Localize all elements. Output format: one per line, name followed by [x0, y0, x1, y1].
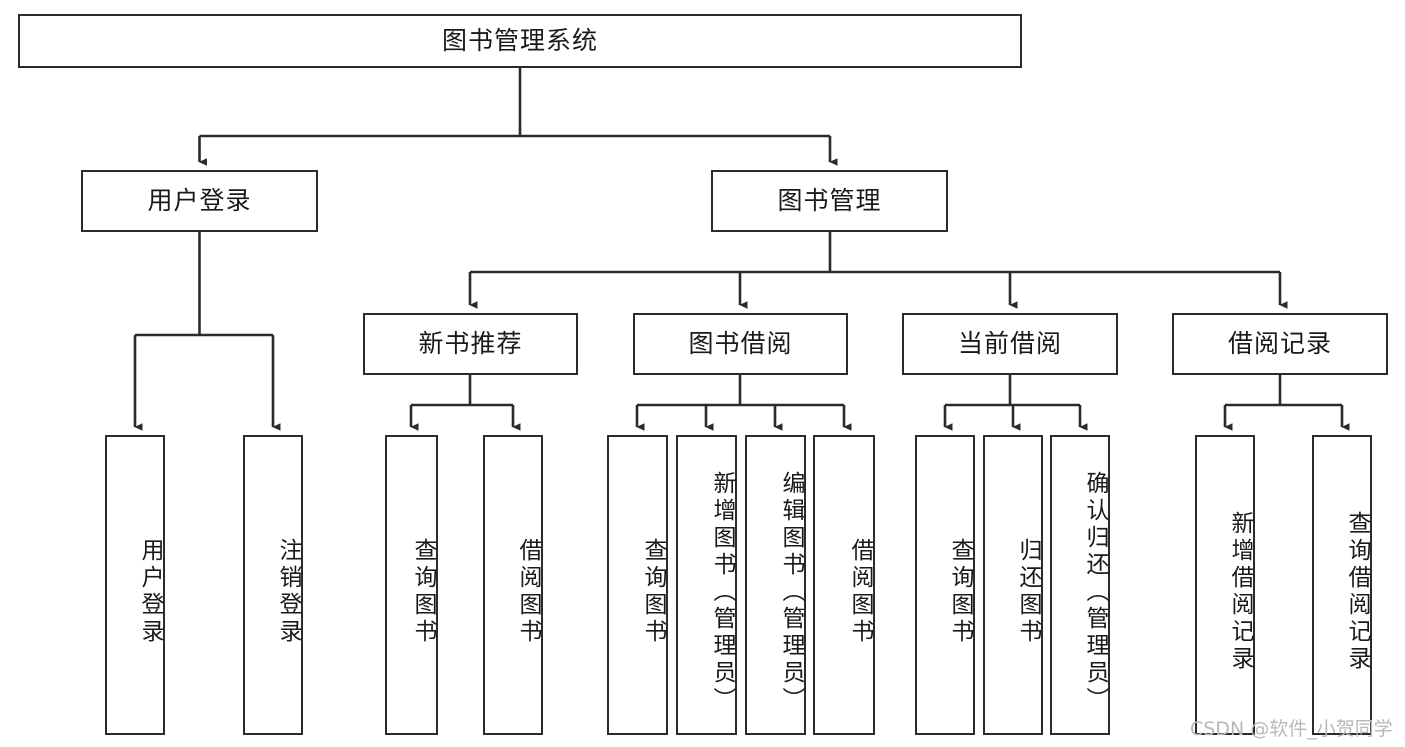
- node-root[interactable]: 图书管理系统: [18, 14, 1022, 68]
- leaf-record-query[interactable]: 查询借阅记录: [1312, 435, 1372, 735]
- leaf-new-query-book[interactable]: 查询图书: [385, 435, 438, 735]
- node-current-borrow-label: 当前借阅: [957, 329, 1062, 359]
- node-user-login-module[interactable]: 用户登录: [81, 170, 318, 232]
- leaf-record-add[interactable]: 新增借阅记录: [1195, 435, 1255, 735]
- node-book-borrow-label: 图书借阅: [688, 329, 793, 359]
- leaf-current-return-book[interactable]: 归还图书: [983, 435, 1043, 735]
- node-user-login-module-label: 用户登录: [147, 186, 252, 216]
- leaf-borrow-edit-book[interactable]: 编辑图书（管理员）: [745, 435, 806, 735]
- leaf-record-add-label: 新增借阅记录: [1227, 511, 1253, 673]
- leaf-current-confirm-return-label: 确认归还（管理员）: [1082, 470, 1108, 714]
- node-book-management-module-label: 图书管理: [777, 186, 882, 216]
- leaf-borrow-add-book[interactable]: 新增图书（管理员）: [676, 435, 737, 735]
- leaf-borrow-add-book-label: 新增图书（管理员）: [709, 470, 735, 714]
- leaf-new-query-book-label: 查询图书: [410, 538, 436, 646]
- leaf-borrow-borrow-book[interactable]: 借阅图书: [813, 435, 875, 735]
- node-borrow-record-label: 借阅记录: [1227, 329, 1332, 359]
- leaf-borrow-query-book[interactable]: 查询图书: [607, 435, 668, 735]
- leaf-current-query-book[interactable]: 查询图书: [915, 435, 975, 735]
- leaf-user-login-label: 用户登录: [137, 538, 163, 646]
- node-book-management-module[interactable]: 图书管理: [711, 170, 948, 232]
- leaf-borrow-edit-book-label: 编辑图书（管理员）: [778, 470, 804, 714]
- node-root-label: 图书管理系统: [441, 26, 598, 56]
- leaf-current-return-book-label: 归还图书: [1015, 538, 1041, 646]
- leaf-user-login[interactable]: 用户登录: [105, 435, 165, 735]
- leaf-user-logout[interactable]: 注销登录: [243, 435, 303, 735]
- leaf-borrow-query-book-label: 查询图书: [640, 538, 666, 646]
- node-new-book-recommend[interactable]: 新书推荐: [363, 313, 578, 375]
- leaf-borrow-borrow-book-label: 借阅图书: [847, 538, 873, 646]
- leaf-record-query-label: 查询借阅记录: [1344, 511, 1370, 673]
- node-book-borrow[interactable]: 图书借阅: [633, 313, 848, 375]
- leaf-new-borrow-book[interactable]: 借阅图书: [483, 435, 543, 735]
- node-current-borrow[interactable]: 当前借阅: [902, 313, 1118, 375]
- node-borrow-record[interactable]: 借阅记录: [1172, 313, 1388, 375]
- csdn-watermark: CSDN @软件_小贺同学: [1190, 718, 1393, 740]
- leaf-current-confirm-return[interactable]: 确认归还（管理员）: [1050, 435, 1110, 735]
- node-new-book-recommend-label: 新书推荐: [418, 329, 523, 359]
- leaf-user-logout-label: 注销登录: [275, 538, 301, 646]
- leaf-current-query-book-label: 查询图书: [947, 538, 973, 646]
- leaf-new-borrow-book-label: 借阅图书: [515, 538, 541, 646]
